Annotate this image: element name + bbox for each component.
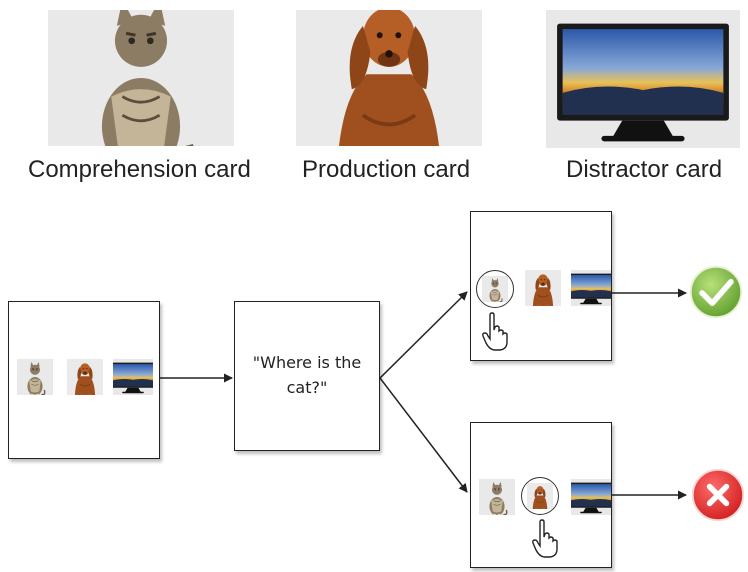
distractor-card-image xyxy=(546,10,740,148)
monitor-photo-icon xyxy=(546,10,740,148)
dog-thumbnail xyxy=(67,359,103,395)
dog-thumbnail xyxy=(527,483,553,509)
monitor-thumbnail xyxy=(113,359,153,395)
distractor-card-caption: Distractor card xyxy=(566,156,723,183)
pointing-hand-icon xyxy=(482,312,508,351)
cat-photo-icon xyxy=(479,479,515,515)
dog-thumbnail xyxy=(525,270,561,306)
correct-response-box xyxy=(470,211,612,361)
checkmark-icon xyxy=(689,265,743,319)
monitor-photo-icon xyxy=(571,270,611,306)
production-card-image xyxy=(296,10,482,146)
monitor-photo-icon xyxy=(571,479,611,515)
x-mark-icon xyxy=(691,468,745,522)
cat-thumbnail xyxy=(17,359,53,395)
cat-photo-icon xyxy=(48,10,234,146)
monitor-photo-icon xyxy=(113,359,153,395)
incorrect-response-box xyxy=(470,422,612,568)
arrow-prompt-to-correct xyxy=(379,291,468,379)
arrow-prompt-to-incorrect xyxy=(379,377,468,493)
comprehension-card-image xyxy=(48,10,234,146)
cat-photo-icon xyxy=(482,276,508,302)
pointing-hand-icon xyxy=(532,519,558,558)
monitor-thumbnail xyxy=(571,270,611,306)
selection-ring-cat xyxy=(476,270,514,308)
production-card-caption: Production card xyxy=(302,156,471,183)
selection-ring-dog xyxy=(521,477,559,515)
dog-photo-icon xyxy=(527,483,553,509)
comprehension-card-caption: Comprehension card xyxy=(28,156,251,183)
cat-photo-icon xyxy=(17,359,53,395)
monitor-thumbnail xyxy=(571,479,611,515)
dog-photo-icon xyxy=(67,359,103,395)
start-screen-box xyxy=(8,301,160,459)
cat-thumbnail xyxy=(479,479,515,515)
dog-photo-icon xyxy=(296,10,482,146)
prompt-question: "Where is the cat?" xyxy=(252,353,362,397)
dog-photo-icon xyxy=(525,270,561,306)
prompt-box: "Where is the cat?" xyxy=(234,301,380,451)
cat-thumbnail xyxy=(482,276,508,302)
